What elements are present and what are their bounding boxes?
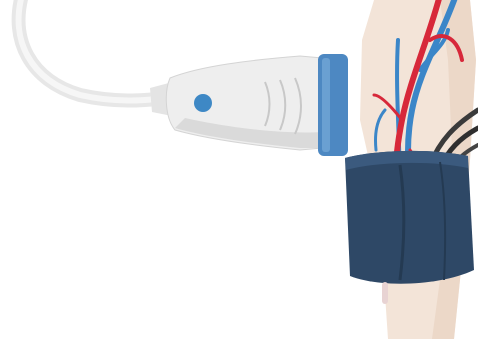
ultrasound-probe-icon xyxy=(19,0,348,156)
leg-below-cuff xyxy=(382,282,388,304)
blood-pressure-cuff-icon xyxy=(345,151,474,284)
probe-button xyxy=(194,94,212,112)
probe-cable-highlight xyxy=(19,0,175,101)
probe-head-highlight xyxy=(322,58,330,152)
probe-cable xyxy=(19,0,175,101)
vessel-stub xyxy=(382,282,388,304)
cuff-body xyxy=(345,151,474,284)
